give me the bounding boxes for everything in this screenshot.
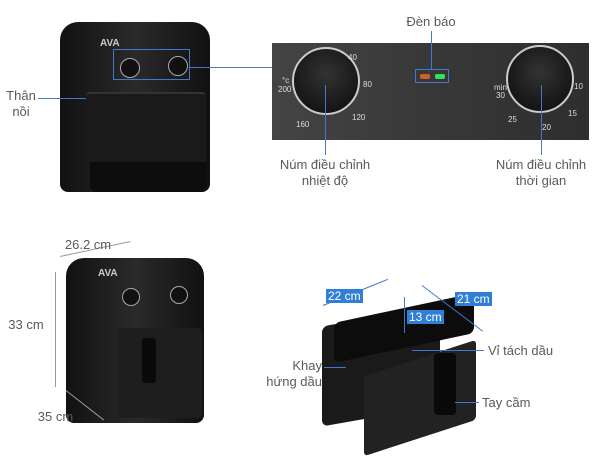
label-text: Núm điều chỉnh (495, 157, 587, 172)
control-panel-closeup: °c 200 160 120 80 40 min 30 25 20 15 10 (272, 43, 589, 140)
brand-logo: AVA (98, 268, 118, 279)
label-indicator: Đèn báo (406, 14, 456, 29)
indicator-lights (415, 69, 449, 83)
label-text: Khay (292, 358, 322, 373)
timer-knob (506, 45, 574, 113)
label-separator: Vỉ tách dầu (488, 343, 554, 358)
dim-basket-width: 22 cm (326, 289, 363, 303)
timer-tick: 15 (568, 109, 577, 118)
air-fryer-dimensions-view: AVA (66, 258, 206, 426)
dim-fryer-width: 35 cm (37, 409, 74, 424)
timer-unit: min (494, 83, 507, 92)
led-orange (420, 74, 430, 79)
temp-tick: 200 (278, 85, 292, 94)
brand-logo: AVA (100, 38, 120, 49)
dim-fryer-height: 33 cm (8, 317, 44, 332)
label-handle: Tay cầm (482, 395, 531, 410)
temp-tick: 160 (296, 120, 310, 129)
temperature-knob (292, 47, 360, 115)
label-text: hứng dầu (266, 374, 322, 389)
label-text: Thân (6, 88, 36, 103)
temp-tick: 80 (363, 80, 372, 89)
label-text: nhiệt độ (301, 173, 349, 188)
temp-tick: 40 (348, 53, 357, 62)
dim-basket-depth: 21 cm (455, 292, 492, 306)
led-green (435, 74, 445, 79)
temp-tick: 120 (352, 113, 366, 122)
timer-tick: 30 (496, 91, 505, 100)
dim-fryer-depth: 26.2 cm (64, 237, 112, 252)
dim-basket-height: 13 cm (407, 310, 444, 324)
air-fryer-front-view: AVA (60, 22, 218, 197)
timer-tick: 25 (508, 115, 517, 124)
basket-view (322, 293, 482, 456)
label-text: Núm điều chỉnh (279, 157, 371, 172)
control-highlight-box (113, 49, 190, 80)
label-text: nồi (12, 104, 30, 119)
timer-tick: 20 (542, 123, 551, 132)
timer-tick: 10 (574, 82, 583, 91)
temp-unit: °c (282, 76, 290, 85)
label-text: thời gian (515, 173, 567, 188)
